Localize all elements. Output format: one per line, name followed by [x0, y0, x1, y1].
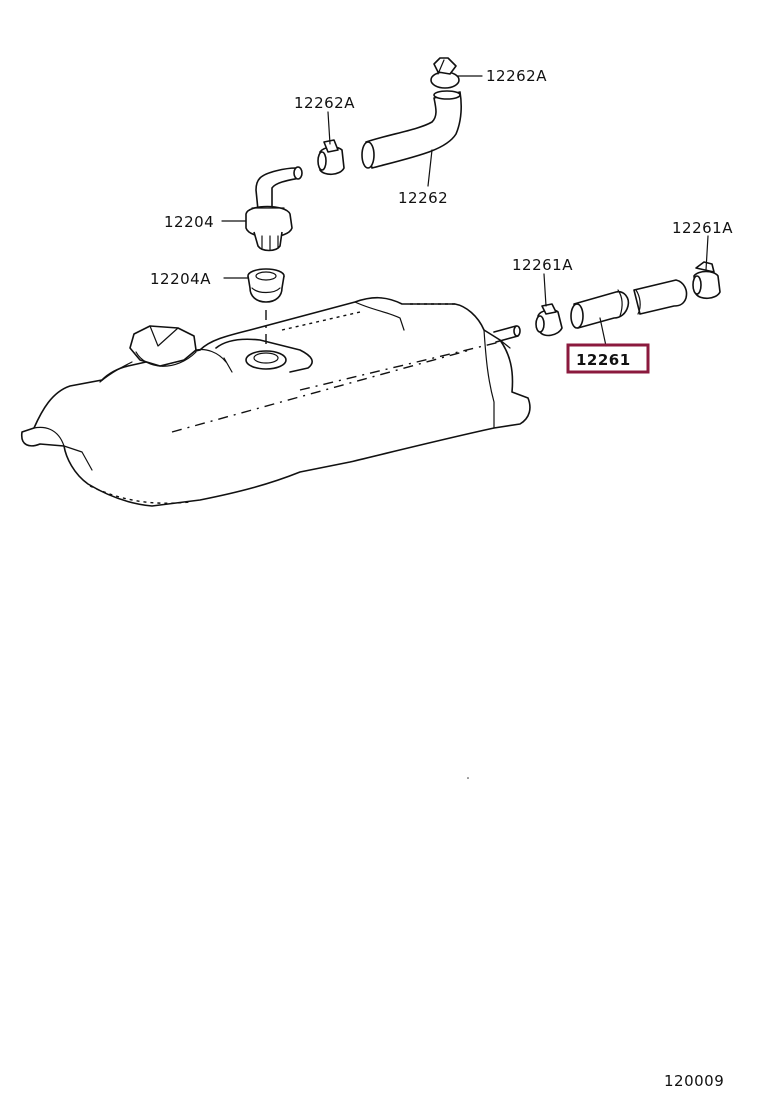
hose-clamp-mid: [535, 303, 563, 337]
hose-clamp-top: [430, 57, 460, 89]
label-grommet: 12204A: [150, 270, 211, 288]
label-pcv-valve: 12204: [164, 213, 214, 231]
cylinder-head-cover: [20, 296, 531, 507]
ventilation-hose-upper: [361, 90, 462, 169]
hose-clamp-upper-left: [317, 139, 345, 176]
ventilation-hose-lower: [570, 279, 688, 329]
label-hose-clamp-top: 12262A: [486, 67, 547, 85]
oil-filler-cap: [129, 325, 197, 367]
pcv-valve-part: [245, 166, 303, 252]
label-hose-clamp-mid: 12261A: [512, 256, 573, 274]
leader-lines: [221, 75, 709, 347]
label-ventilation-hose-lower[interactable]: 12261: [576, 351, 631, 369]
label-hose-clamp-right: 12261A: [672, 219, 733, 237]
highlight-box: [566, 343, 650, 374]
label-hose-clamp-left: 12262A: [294, 94, 355, 112]
grommet-part: [247, 268, 285, 303]
label-ventilation-hose-upper: 12262: [398, 189, 448, 207]
hose-clamp-right: [692, 261, 721, 300]
pcv-port-hole: [245, 350, 287, 370]
diagram-reference-code: 120009: [664, 1072, 724, 1090]
